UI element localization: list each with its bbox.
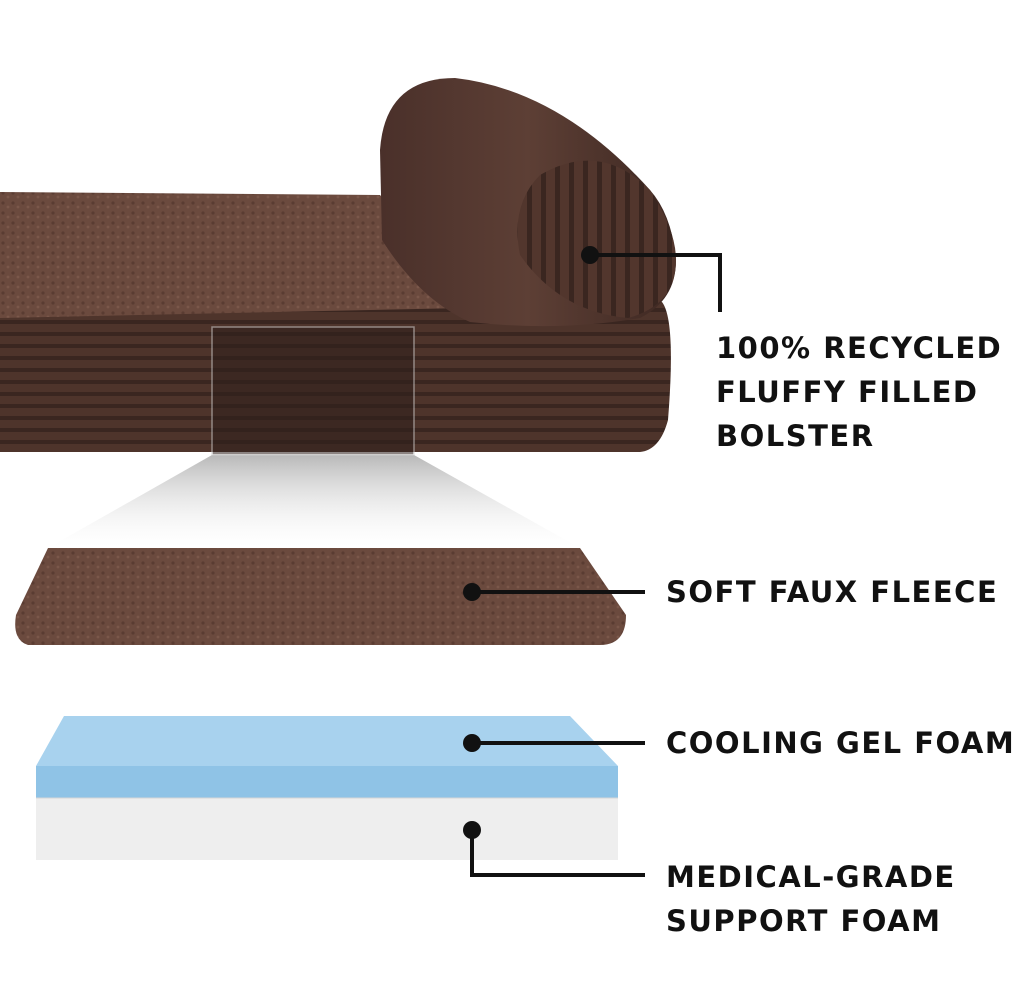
bolster-label-line: 100% RECYCLED [716,331,1003,365]
fleece-label: SOFT FAUX FLEECE [666,570,998,614]
callout-lines [470,253,722,877]
bolster-end-cap [517,160,676,318]
gel-foam-top [36,716,618,766]
fleece-label-line: SOFT FAUX FLEECE [666,575,999,609]
gel-foam-label: COOLING GEL FOAM [666,721,1015,765]
support-foam-label-line: SUPPORT FOAM [666,904,942,938]
light-beam [48,455,580,548]
fleece-callout-dot [463,583,481,601]
support-callout-line [470,830,645,877]
gel-callout-dot [463,734,481,752]
gel-foam-label-line: COOLING GEL FOAM [666,726,1015,760]
fleece-layer [15,548,626,645]
dog-bed [0,78,676,456]
support-foam-side [36,798,618,860]
foam-block [36,716,618,860]
bolster-label-line: FLUFFY FILLED [716,375,979,409]
callout-dots [463,246,599,839]
cutout-window [211,326,415,456]
gel-foam-side [36,766,618,798]
bolster-label-line: BOLSTER [716,419,875,453]
bolster-callout-line [590,253,722,312]
bolster-callout-dot [581,246,599,264]
support-foam-label-line: MEDICAL-GRADE [666,860,956,894]
bolster-label: 100% RECYCLED FLUFFY FILLED BOLSTER [716,326,1002,458]
support-callout-dot [463,821,481,839]
support-foam-label: MEDICAL-GRADE SUPPORT FOAM [666,855,956,943]
bed-sleeping-surface [0,192,470,330]
